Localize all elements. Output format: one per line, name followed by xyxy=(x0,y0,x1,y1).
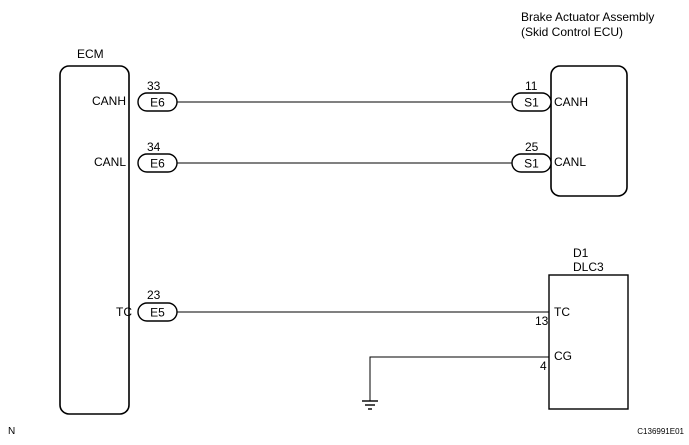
brake-terminal-canh: 11 xyxy=(525,79,538,93)
brake-title-line2: (Skid Control ECU) xyxy=(521,25,623,39)
brake-title-line1: Brake Actuator Assembly xyxy=(521,10,654,24)
brake-terminal-canl: 25 xyxy=(525,140,539,154)
ecm-connector-canl-label: E6 xyxy=(150,157,165,171)
figure-code: C136991E01 xyxy=(637,427,684,436)
dlc-id: D1 xyxy=(573,246,589,260)
footer-left-mark: N xyxy=(8,426,15,437)
ecm-pin-canl: CANL xyxy=(94,155,126,169)
brake-pin-canh: CANH xyxy=(554,95,588,109)
ground-icon xyxy=(362,400,378,410)
cg-wire xyxy=(369,356,549,401)
brake-pin-canl: CANL xyxy=(554,155,586,169)
ecm-terminal-canl: 34 xyxy=(147,140,161,154)
ecm-connector-tc xyxy=(137,302,178,322)
dlc-name: DLC3 xyxy=(573,260,604,274)
ecm-connector-canh-label: E6 xyxy=(150,96,165,110)
ecm-box xyxy=(59,65,130,415)
ecm-connector-canh xyxy=(137,92,178,112)
ecm-connector-tc-label: E5 xyxy=(150,306,165,320)
brake-connector-canh-label: S1 xyxy=(524,96,539,110)
ecm-pin-canh: CANH xyxy=(92,94,126,108)
dlc-pin-cg: CG xyxy=(554,349,572,363)
brake-connector-canl xyxy=(511,153,552,173)
ecm-connector-canl xyxy=(137,153,178,173)
brake-connector-canl-label: S1 xyxy=(524,157,539,171)
brake-actuator-box xyxy=(550,65,628,197)
dlc-pin-tc: TC xyxy=(554,305,570,319)
dlc-terminal-tc: 13 xyxy=(535,314,549,328)
ecm-pin-tc: TC xyxy=(116,305,132,319)
ecm-terminal-canh: 33 xyxy=(147,79,161,93)
ecm-label: ECM xyxy=(77,47,104,61)
ecm-terminal-tc: 23 xyxy=(147,288,161,302)
dlc-terminal-cg: 4 xyxy=(540,359,547,373)
dlc3-box xyxy=(548,274,629,410)
brake-connector-canh xyxy=(511,92,552,112)
